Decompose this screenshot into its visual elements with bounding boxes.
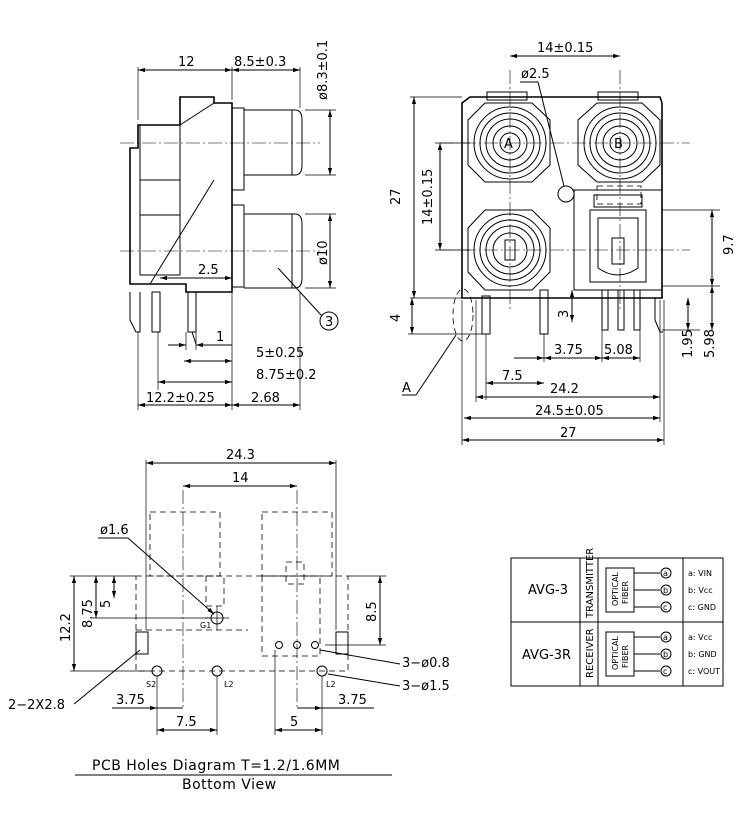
pin-label-g1: G1 (200, 621, 211, 630)
dim-3-75: 3.75 (554, 343, 583, 358)
dim-27-horizontal: 27 (560, 426, 577, 441)
table-model-2: AVG-3R (522, 648, 571, 663)
jack-label-b: B (614, 137, 623, 152)
pcb-dim-5: 5 (99, 600, 114, 608)
table-pin-1c: c (663, 603, 667, 612)
dim-5: 5±0.25 (256, 346, 304, 361)
table-signal-1a: a: VIN (688, 569, 712, 578)
detail-label-a: A (402, 381, 411, 396)
pcb-dim-14: 14 (232, 471, 249, 486)
front-view: A B (389, 41, 737, 445)
dim-dia-2-5: ø2.5 (521, 67, 550, 82)
dim-dia-8-3: ø8.3±0.1 (316, 40, 331, 100)
table-pin-1a: a (663, 569, 668, 578)
pcb-dim-3-75-right: 3.75 (338, 693, 367, 708)
pcb-dim-24-3: 24.3 (226, 448, 255, 463)
pcb-dim-8-75: 8.75 (81, 599, 96, 628)
pin-label-l2a: L2 (224, 680, 234, 689)
dim-2-68: 2.68 (251, 391, 280, 406)
table-fiber-1b: FIBER (621, 580, 630, 604)
table-pin-1b: b (663, 586, 668, 595)
dim-7-5: 7.5 (502, 369, 523, 384)
dim-12: 12 (178, 55, 195, 70)
optical-module (573, 185, 663, 291)
dim-24-5: 24.5±0.05 (535, 404, 604, 419)
table-type-1: TRANSMITTER (585, 548, 596, 619)
dim-5-98: 5.98 (703, 329, 718, 358)
dim-14-vertical: 14±0.15 (421, 169, 436, 225)
table-fiber-2a: OPTICAL (611, 636, 620, 670)
pcb-dim-3-75-left: 3.75 (116, 693, 145, 708)
pcb-dim-12-2: 12.2 (59, 613, 74, 642)
pin-table: AVG-3 TRANSMITTER OPTICAL FIBER a b c a:… (510, 548, 724, 687)
table-pin-2b: b (663, 650, 668, 659)
table-signal-2c: c: VOUT (688, 667, 720, 676)
pcb-dim-dia-1-6: ø1.6 (100, 523, 129, 538)
dim-8-75: 8.75±0.2 (256, 368, 317, 383)
pcb-title: PCB Holes Diagram T=1.2/1.6MM (92, 758, 340, 774)
table-fiber-1a: OPTICAL (611, 572, 620, 606)
pin-label-l2b: L2 (326, 680, 336, 689)
callout-3: 3 (325, 315, 333, 330)
dim-12-2: 12.2±0.25 (146, 391, 215, 406)
dim-1: 1 (216, 330, 224, 345)
table-signal-2a: a: Vcc (688, 633, 712, 642)
dim-3: 3 (557, 310, 572, 318)
jack-a: A (467, 102, 551, 183)
pcb-subtitle: Bottom View (182, 777, 277, 793)
pcb-dim-5b: 5 (290, 715, 298, 730)
dim-14-top: 14±0.15 (537, 41, 593, 56)
pcb-dim-2-2x2-8: 2−2X2.8 (8, 698, 65, 713)
dim-5-08: 5.08 (604, 343, 633, 358)
side-view: 12 8.5±0.3 ø8.3±0.1 ø10 2.5 3 1 5±0.25 8… (120, 40, 339, 410)
pcb-view: G1 S2 L2 L2 24.3 14 ø1.6 12.2 8.75 5 (8, 448, 450, 793)
pcb-dim-7-5: 7.5 (176, 715, 197, 730)
dim-8-5: 8.5±0.3 (234, 55, 286, 70)
table-signal-2b: b: GND (688, 650, 717, 659)
dim-4: 4 (389, 314, 404, 322)
pcb-dim-3-dia-0-8: 3−ø0.8 (402, 656, 450, 671)
table-type-2: RECEIVER (585, 628, 596, 678)
jack-b: B (577, 102, 661, 183)
pcb-dim-3-dia-1-5: 3−ø1.5 (402, 679, 450, 694)
table-signal-1c: c: GND (688, 603, 716, 612)
table-pin-2c: c (663, 667, 667, 676)
pin-label-s2: S2 (146, 680, 156, 689)
dim-2-5: 2.5 (198, 263, 219, 278)
jack-label-a: A (504, 137, 513, 152)
dim-27-vertical: 27 (389, 188, 404, 205)
table-signal-1b: b: Vcc (688, 586, 713, 595)
table-pin-2a: a (663, 633, 668, 642)
dim-dia-10: ø10 (316, 241, 331, 266)
table-model-1: AVG-3 (528, 583, 568, 598)
dim-9-7: 9.7 (722, 234, 737, 255)
pcb-dim-8-5: 8.5 (365, 601, 380, 622)
table-fiber-2b: FIBER (621, 644, 630, 668)
dim-24-2: 24.2 (550, 382, 579, 397)
dim-1-95: 1.95 (681, 329, 696, 358)
